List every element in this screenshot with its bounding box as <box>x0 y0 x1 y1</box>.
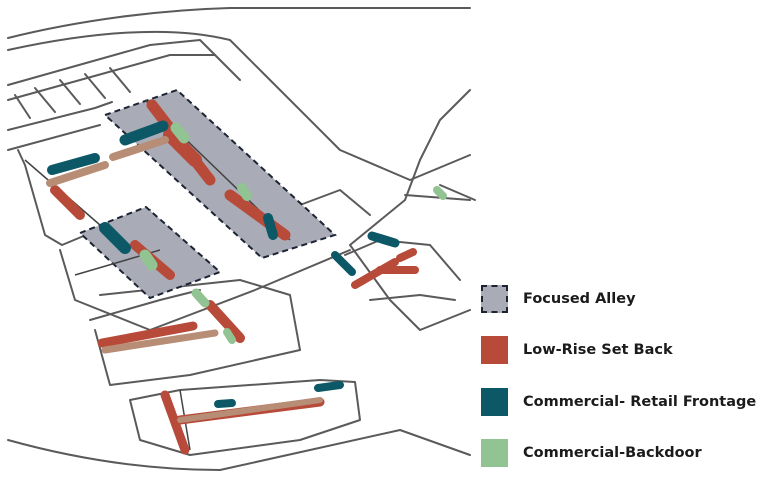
legend-label: Low-Rise Set Back <box>523 342 673 358</box>
legend-commercial-retail-frontage: Commercial- Retail Frontage <box>481 388 756 416</box>
legend-label: Commercial- Retail Frontage <box>523 394 757 410</box>
legend-commercial-backdoor: Commercial-Backdoor <box>481 439 702 467</box>
commercial-retail-frontage <box>47 120 400 408</box>
legend-low-rise-set-back: Low-Rise Set Back <box>481 336 673 364</box>
low-rise-swatch <box>481 336 508 364</box>
legend-label: Commercial-Backdoor <box>523 445 702 461</box>
retail-frontage-swatch <box>481 388 508 416</box>
backdoor-swatch <box>481 439 508 467</box>
focused-alley-swatch <box>481 285 508 313</box>
commercial-path <box>46 136 323 423</box>
legend-label: Focused Alley <box>523 291 636 307</box>
legend-focused-alley: Focused Alley <box>481 285 636 313</box>
street-outlines <box>7 7 476 471</box>
commercial-backdoor <box>139 122 447 344</box>
